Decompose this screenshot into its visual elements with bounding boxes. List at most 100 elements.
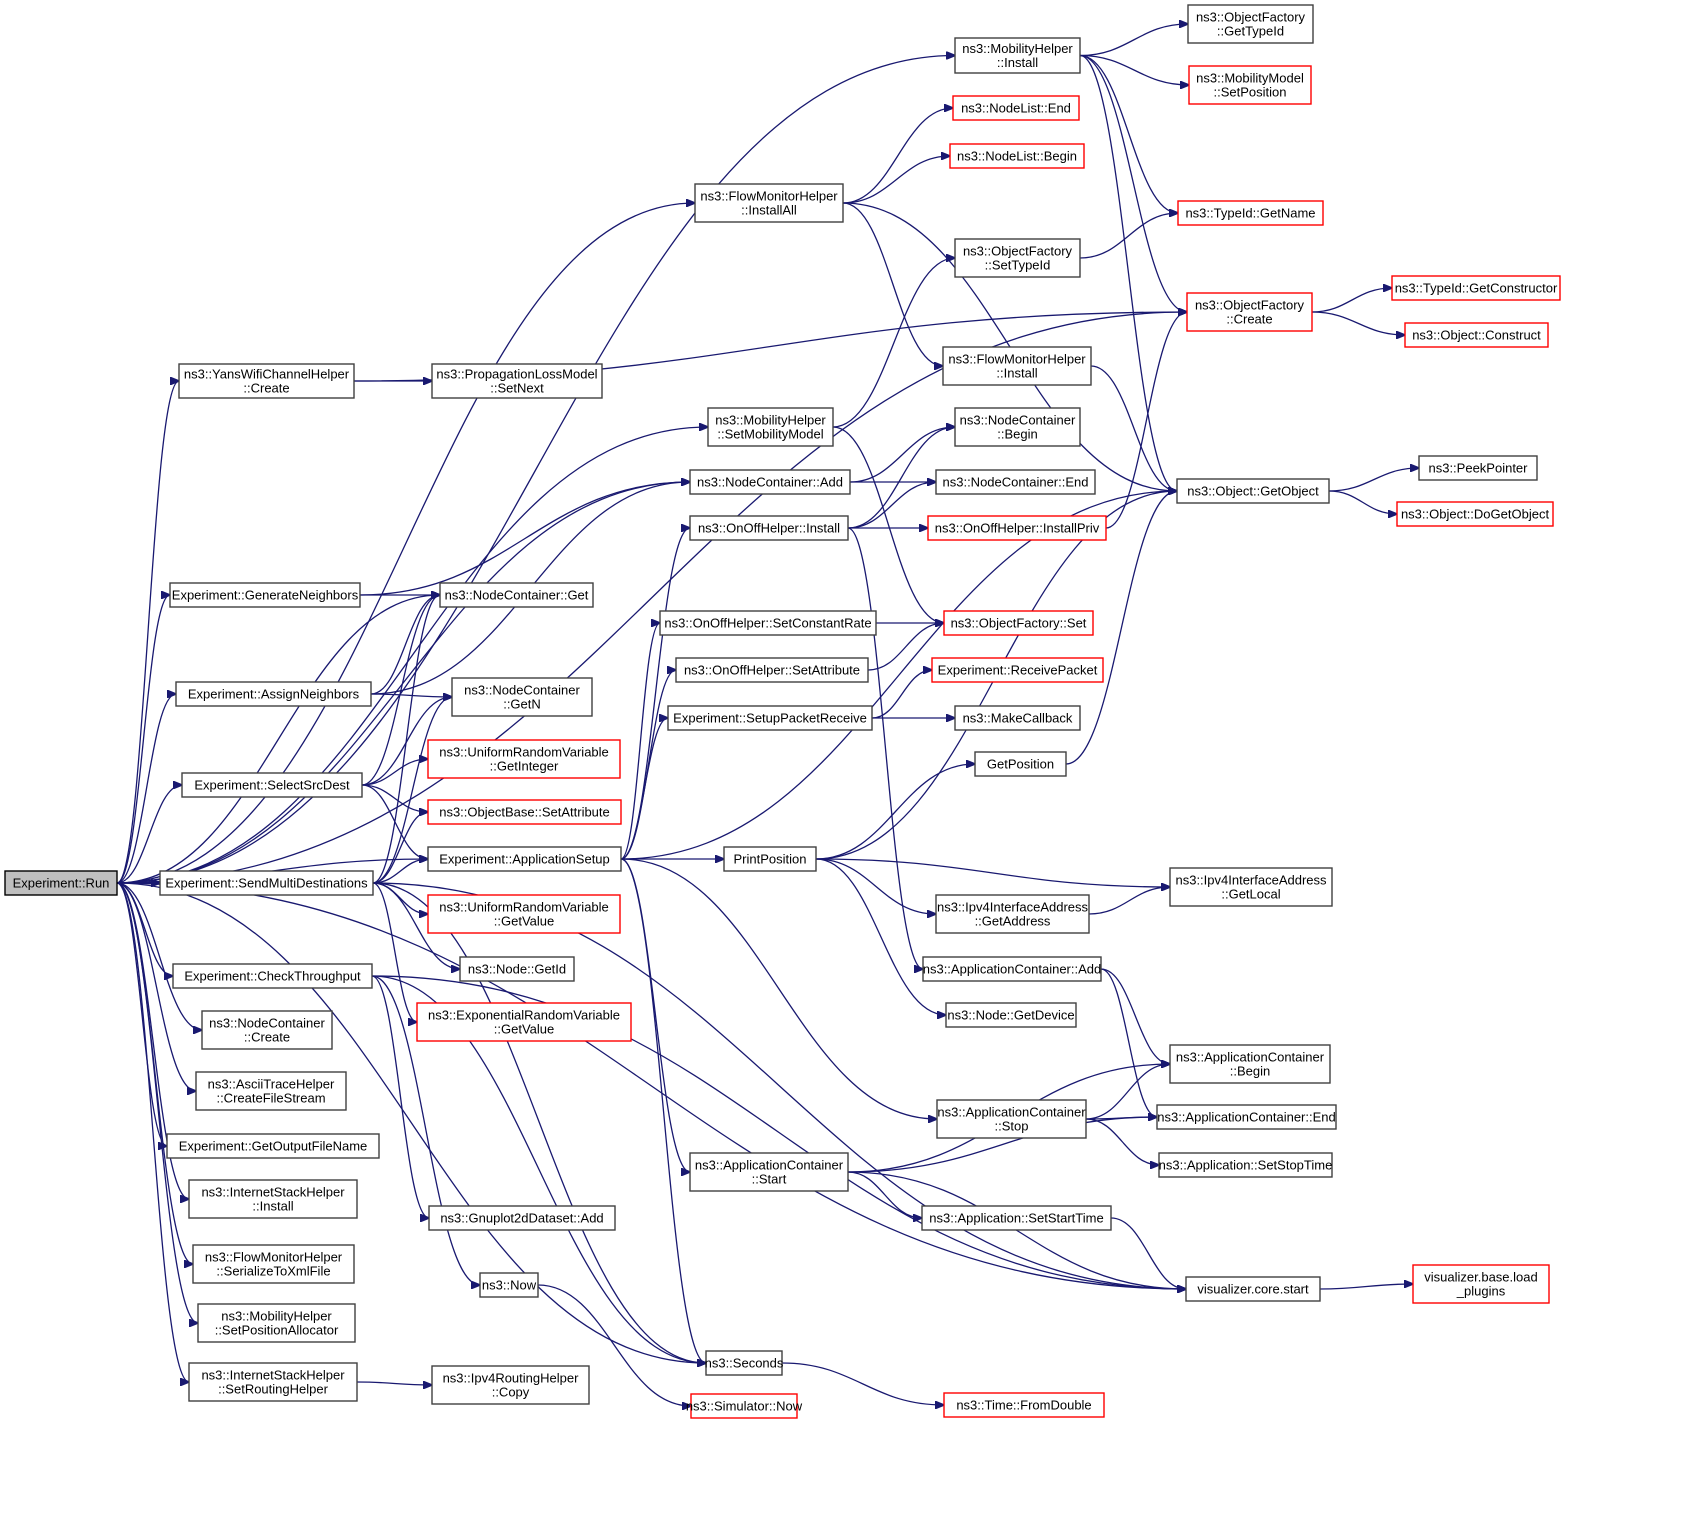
node-label: ns3::ObjectFactory xyxy=(963,244,1073,259)
node-get-outfile[interactable]: Experiment::GetOutputFileName xyxy=(166,1133,380,1159)
edge-ipv4_getaddr-to-ipv4_getlocal xyxy=(1088,887,1170,915)
edge-select_srcdest-to-nc_get xyxy=(361,595,440,786)
node-mob-setposalloc[interactable]: ns3::MobilityHelper::SetPositionAllocato… xyxy=(197,1303,356,1343)
node-ac-add[interactable]: ns3::ApplicationContainer::Add xyxy=(922,956,1102,982)
node-mob-setmm[interactable]: ns3::MobilityHelper::SetMobilityModel xyxy=(707,407,834,447)
node-gen-neighbors[interactable]: Experiment::GenerateNeighbors xyxy=(169,582,361,608)
node-nc-getn[interactable]: ns3::NodeContainer::GetN xyxy=(451,677,593,717)
node-sim-now[interactable]: ns3::Simulator::Now xyxy=(686,1393,803,1419)
node-nc-create[interactable]: ns3::NodeContainer::Create xyxy=(201,1010,333,1050)
node-setup-recv[interactable]: Experiment::SetupPacketReceive xyxy=(667,705,873,731)
node-mm-setpos[interactable]: ns3::MobilityModel::SetPosition xyxy=(1188,65,1312,105)
node-erv-getvalue[interactable]: ns3::ExponentialRandomVariable::GetValue xyxy=(416,1002,632,1042)
node-obj-dogetobject[interactable]: ns3::Object::DoGetObject xyxy=(1396,501,1554,527)
node-gnuplot-add[interactable]: ns3::Gnuplot2dDataset::Add xyxy=(428,1205,616,1231)
node-ipv4-getlocal[interactable]: ns3::Ipv4InterfaceAddress::GetLocal xyxy=(1169,867,1333,907)
node-box xyxy=(188,1362,358,1402)
node-seconds[interactable]: ns3::Seconds xyxy=(705,1350,784,1376)
node-of-gettypeid[interactable]: ns3::ObjectFactory::GetTypeId xyxy=(1187,4,1314,44)
node-urv-getvalue[interactable]: ns3::UniformRandomVariable::GetValue xyxy=(427,894,621,934)
node-fmh-installall[interactable]: ns3::FlowMonitorHelper::InstallAll xyxy=(694,183,844,223)
node-nl-begin[interactable]: ns3::NodeList::Begin xyxy=(949,143,1085,169)
node-box xyxy=(1187,4,1314,44)
node-onoff-setattr[interactable]: ns3::OnOffHelper::SetAttribute xyxy=(675,657,869,683)
edge-viz_start-to-viz_load xyxy=(1319,1284,1413,1290)
node-label: ns3::Node::GetDevice xyxy=(947,1008,1074,1023)
node-ipv4rh-copy[interactable]: ns3::Ipv4RoutingHelper::Copy xyxy=(431,1365,590,1405)
node-label: ns3::OnOffHelper::Install xyxy=(698,521,840,536)
node-nl-end[interactable]: ns3::NodeList::End xyxy=(952,95,1080,121)
node-onoff-install[interactable]: ns3::OnOffHelper::Install xyxy=(689,515,849,541)
node-ob-setattr[interactable]: ns3::ObjectBase::SetAttribute xyxy=(427,799,622,825)
node-nc-get[interactable]: ns3::NodeContainer::Get xyxy=(439,582,594,608)
node-node-getdevice[interactable]: ns3::Node::GetDevice xyxy=(945,1002,1077,1028)
node-app-setup[interactable]: Experiment::ApplicationSetup xyxy=(427,846,622,872)
node-box xyxy=(431,1365,590,1405)
node-tid-getctor[interactable]: ns3::TypeId::GetConstructor xyxy=(1391,275,1561,301)
node-app-setstop[interactable]: ns3::Application::SetStopTime xyxy=(1158,1152,1333,1178)
node-of-settypeid[interactable]: ns3::ObjectFactory::SetTypeId xyxy=(954,238,1081,278)
node-recv-packet[interactable]: Experiment::ReceivePacket xyxy=(931,657,1104,683)
node-label: ns3::Now xyxy=(482,1278,537,1293)
edge-gen_neighbors-to-nc_add xyxy=(359,482,690,596)
node-of-set[interactable]: ns3::ObjectFactory::Set xyxy=(943,610,1094,636)
edge-getposition-to-obj_getobject xyxy=(1065,491,1177,765)
node-time-fromdouble[interactable]: ns3::Time::FromDouble xyxy=(943,1392,1105,1418)
node-ascii-create[interactable]: ns3::AsciiTraceHelper::CreateFileStream xyxy=(195,1071,347,1111)
node-send-multi[interactable]: Experiment::SendMultiDestinations xyxy=(159,870,374,896)
node-label: ns3::NodeContainer xyxy=(464,683,580,698)
node-ipv4-getaddr[interactable]: ns3::Ipv4InterfaceAddress::GetAddress xyxy=(935,894,1090,934)
node-printposition[interactable]: PrintPosition xyxy=(723,846,817,872)
node-ac-stop[interactable]: ns3::ApplicationContainer::Stop xyxy=(936,1099,1087,1139)
node-app-setstart[interactable]: ns3::Application::SetStartTime xyxy=(921,1205,1112,1231)
node-node-getid[interactable]: ns3::Node::GetId xyxy=(459,956,575,982)
node-obj-construct[interactable]: ns3::Object::Construct xyxy=(1404,322,1549,348)
node-of-create[interactable]: ns3::ObjectFactory::Create xyxy=(1186,292,1313,332)
node-peekpointer[interactable]: ns3::PeekPointer xyxy=(1418,455,1538,481)
node-getposition[interactable]: GetPosition xyxy=(974,751,1067,777)
edge-mob_install-to-obj_getobject xyxy=(1079,54,1177,492)
node-ish-setrouting[interactable]: ns3::InternetStackHelper::SetRoutingHelp… xyxy=(188,1362,358,1402)
node-tid-getname[interactable]: ns3::TypeId::GetName xyxy=(1177,200,1324,226)
edge-app_setup-to-seconds xyxy=(620,858,706,1363)
node-ns3-now[interactable]: ns3::Now xyxy=(479,1272,539,1298)
node-label: ::Start xyxy=(752,1172,787,1187)
node-ish-install[interactable]: ns3::InternetStackHelper::Install xyxy=(188,1179,358,1219)
node-select-srcdest[interactable]: Experiment::SelectSrcDest xyxy=(181,772,363,798)
node-check-tput[interactable]: Experiment::CheckThroughput xyxy=(172,963,373,989)
node-nc-end[interactable]: ns3::NodeContainer::End xyxy=(935,469,1096,495)
node-ac-start[interactable]: ns3::ApplicationContainer::Start xyxy=(689,1152,849,1192)
edge-run-to-viz_start xyxy=(116,882,1186,1289)
node-ac-begin[interactable]: ns3::ApplicationContainer::Begin xyxy=(1169,1044,1331,1084)
node-nc-add[interactable]: ns3::NodeContainer::Add xyxy=(689,469,851,495)
node-box xyxy=(675,657,869,683)
node-box xyxy=(689,469,851,495)
node-label: GetPosition xyxy=(987,757,1054,772)
node-obj-getobject[interactable]: ns3::Object::GetObject xyxy=(1176,478,1330,504)
edge-run-to-nc_get xyxy=(116,595,440,884)
node-plm-setnext[interactable]: ns3::PropagationLossModel::SetNext xyxy=(431,363,603,399)
edge-mob_install-to-of_gettypeid xyxy=(1079,24,1188,57)
node-run[interactable]: Experiment::Run xyxy=(4,870,118,896)
node-mob-install[interactable]: ns3::MobilityHelper::Install xyxy=(954,37,1081,74)
node-urv-getint[interactable]: ns3::UniformRandomVariable::GetInteger xyxy=(427,739,621,779)
node-yans-create[interactable]: ns3::YansWifiChannelHelper::Create xyxy=(178,363,355,399)
node-label: ns3::OnOffHelper::InstallPriv xyxy=(935,521,1100,536)
node-box xyxy=(942,346,1092,386)
node-makecallback[interactable]: ns3::MakeCallback xyxy=(954,705,1081,731)
node-onoff-setrate[interactable]: ns3::OnOffHelper::SetConstantRate xyxy=(659,610,877,636)
node-ac-end[interactable]: ns3::ApplicationContainer::End xyxy=(1156,1104,1337,1130)
node-box xyxy=(943,610,1094,636)
node-assign-neighbors[interactable]: Experiment::AssignNeighbors xyxy=(175,681,372,707)
node-box xyxy=(479,1272,539,1298)
node-onoff-installpriv[interactable]: ns3::OnOffHelper::InstallPriv xyxy=(927,515,1107,541)
node-nc-begin[interactable]: ns3::NodeContainer::Begin xyxy=(954,407,1081,447)
node-fmh-install[interactable]: ns3::FlowMonitorHelper::Install xyxy=(942,346,1092,386)
node-box xyxy=(954,37,1081,74)
node-label: ::SetPositionAllocator xyxy=(215,1323,339,1338)
node-fmh-serialize[interactable]: ns3::FlowMonitorHelper::SerializeToXmlFi… xyxy=(192,1244,355,1284)
node-label: ns3::UniformRandomVariable xyxy=(439,745,609,760)
node-viz-start[interactable]: visualizer.core.start xyxy=(1185,1276,1321,1302)
node-viz-load[interactable]: visualizer.base.load_plugins xyxy=(1412,1264,1550,1304)
node-label: ns3::Object::DoGetObject xyxy=(1401,507,1550,522)
